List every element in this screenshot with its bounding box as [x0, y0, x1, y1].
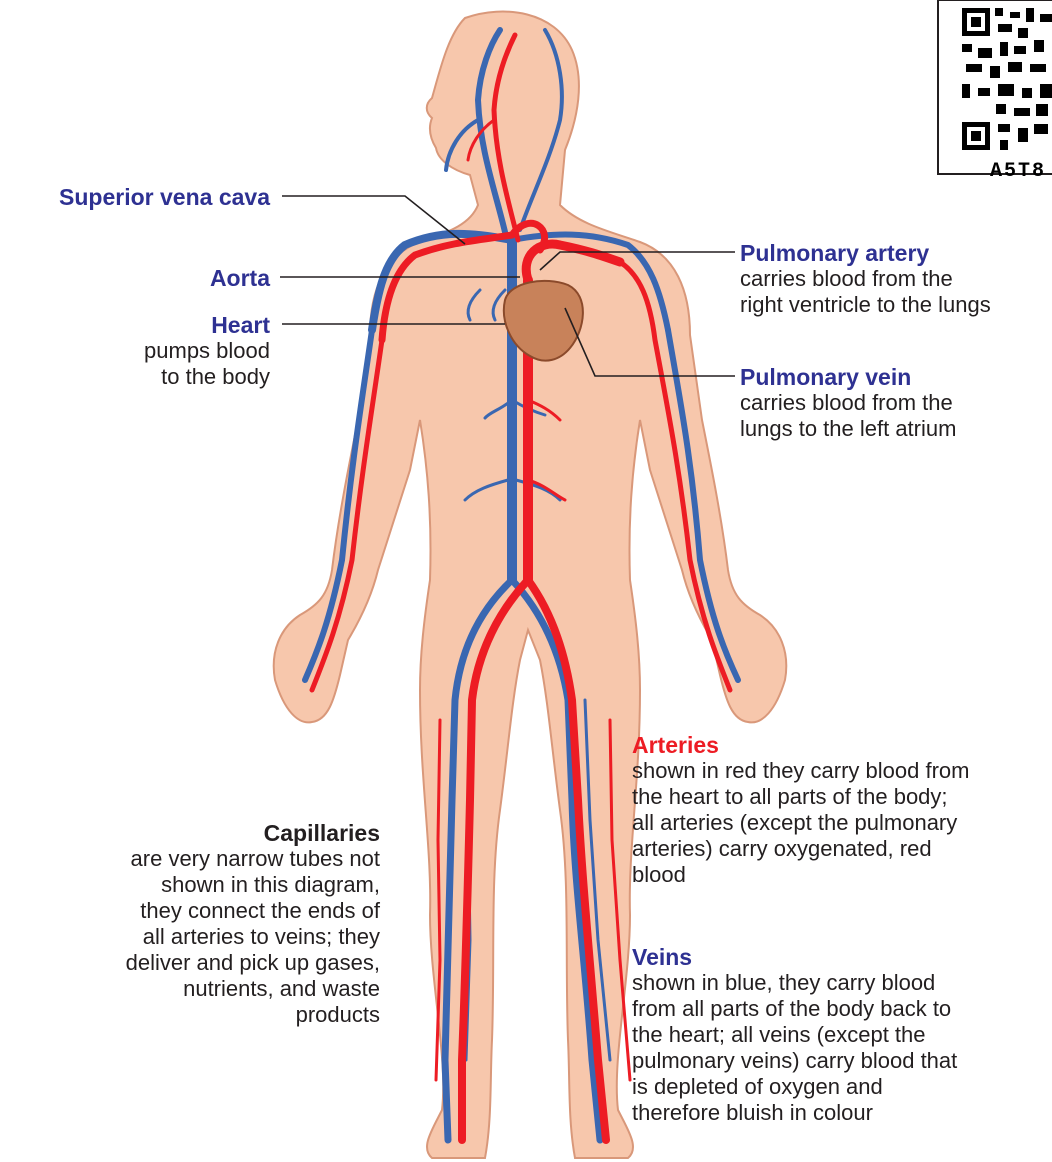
label-arteries-desc-line: the heart to all parts of the body;: [632, 784, 1050, 810]
label-pulmonary-artery-group: Pulmonary artery carries blood from the …: [740, 240, 1050, 318]
label-capillaries-desc-line: are very narrow tubes not: [40, 846, 380, 872]
label-arteries-group: Arteries shown in red they carry blood f…: [632, 732, 1050, 888]
label-veins-desc-line: the heart; all veins (except the: [632, 1022, 1050, 1048]
label-capillaries-group: Capillaries are very narrow tubes not sh…: [40, 820, 380, 1028]
label-pulmonary-vein-desc-line: lungs to the left atrium: [740, 416, 1050, 442]
label-capillaries-desc-line: all arteries to veins; they: [40, 924, 380, 950]
label-heart-group: Heart pumps blood to the body: [60, 312, 270, 390]
qr-code-text: A5T8: [990, 160, 1052, 184]
label-pulmonary-artery: Pulmonary artery: [740, 240, 1050, 266]
label-capillaries-desc-line: shown in this diagram,: [40, 872, 380, 898]
label-aorta: Aorta: [100, 265, 270, 291]
label-capillaries-desc-line: they connect the ends of: [40, 898, 380, 924]
label-capillaries: Capillaries: [40, 820, 380, 846]
label-heart-desc-line: to the body: [60, 364, 270, 390]
label-veins-desc-line: shown in blue, they carry blood: [632, 970, 1050, 996]
label-superior-vena-cava: Superior vena cava: [10, 184, 270, 210]
label-arteries-desc-line: shown in red they carry blood from: [632, 758, 1050, 784]
label-pulmonary-vein: Pulmonary vein: [740, 364, 1050, 390]
label-veins-desc-line: therefore bluish in colour: [632, 1100, 1050, 1126]
label-heart: Heart: [60, 312, 270, 338]
label-capillaries-desc-line: products: [40, 1002, 380, 1028]
label-arteries: Arteries: [632, 732, 1050, 758]
label-pulmonary-artery-desc-line: right ventricle to the lungs: [740, 292, 1050, 318]
label-veins-group: Veins shown in blue, they carry blood fr…: [632, 944, 1050, 1126]
label-pulmonary-vein-group: Pulmonary vein carries blood from the lu…: [740, 364, 1050, 442]
label-veins-desc-line: from all parts of the body back to: [632, 996, 1050, 1022]
label-veins: Veins: [632, 944, 1050, 970]
label-veins-desc-line: is depleted of oxygen and: [632, 1074, 1050, 1100]
label-heart-desc-line: pumps blood: [60, 338, 270, 364]
label-capillaries-desc-line: deliver and pick up gases,: [40, 950, 380, 976]
label-pulmonary-vein-desc-line: carries blood from the: [740, 390, 1050, 416]
label-arteries-desc-line: blood: [632, 862, 1050, 888]
qr-code: [938, 0, 1052, 174]
label-arteries-desc-line: arteries) carry oxygenated, red: [632, 836, 1050, 862]
label-pulmonary-artery-desc-line: carries blood from the: [740, 266, 1050, 292]
label-veins-desc-line: pulmonary veins) carry blood that: [632, 1048, 1050, 1074]
label-capillaries-desc-line: nutrients, and waste: [40, 976, 380, 1002]
label-arteries-desc-line: all arteries (except the pulmonary: [632, 810, 1050, 836]
